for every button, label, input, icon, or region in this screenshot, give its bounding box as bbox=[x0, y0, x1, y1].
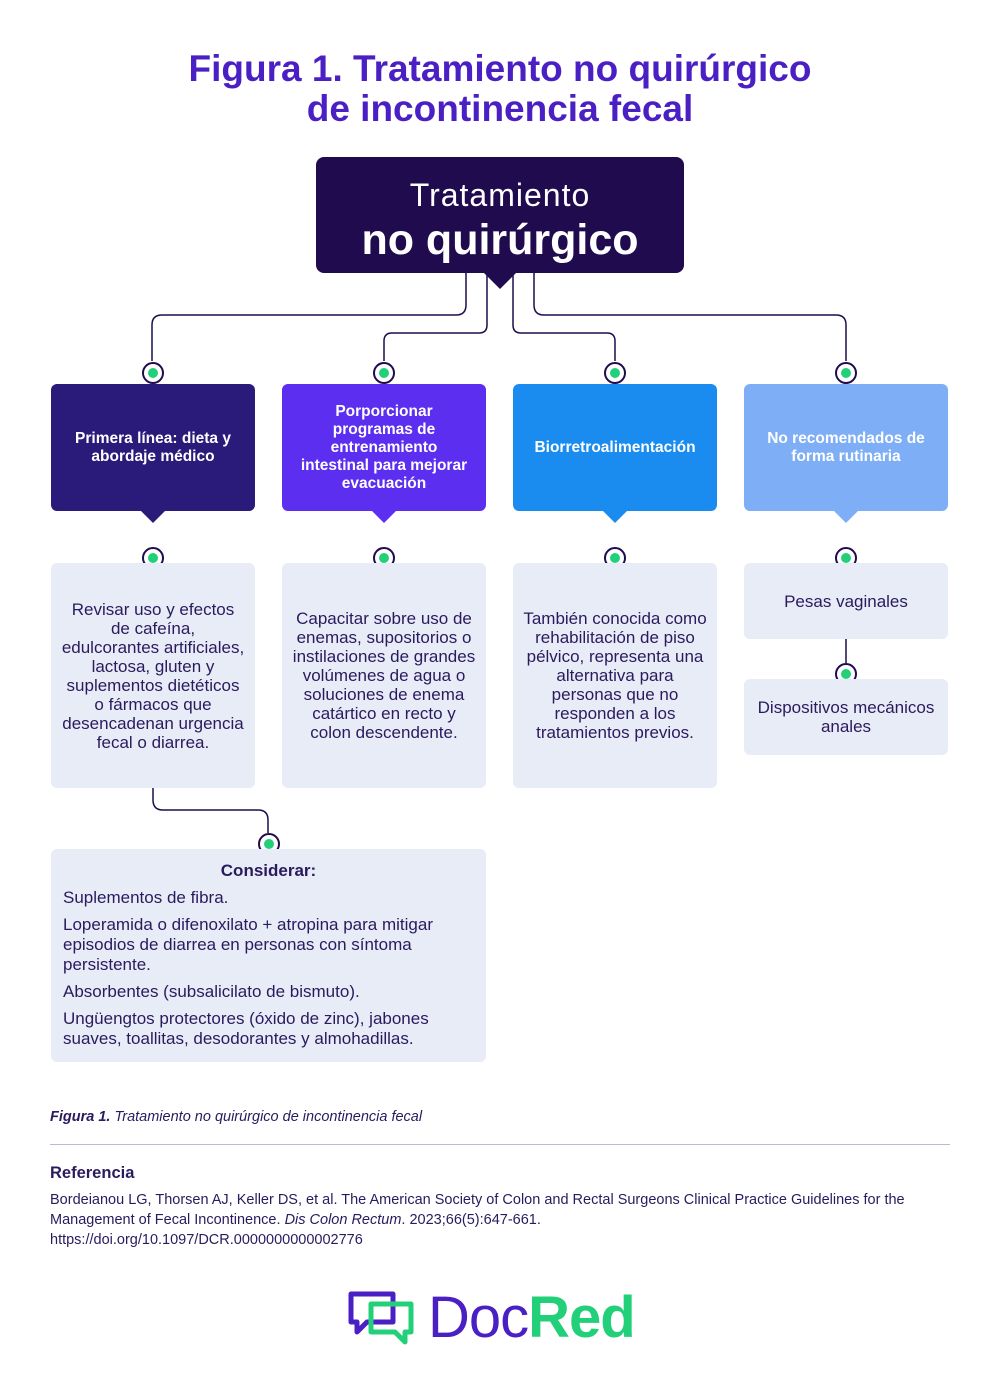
docred-logo-icon bbox=[348, 1291, 414, 1345]
caption-label: Figura 1. bbox=[50, 1109, 111, 1125]
connector-dot bbox=[142, 362, 164, 384]
root-node: Tratamiento no quirúrgico bbox=[316, 157, 684, 273]
docred-logo-wordmark: DocRed bbox=[428, 1285, 636, 1351]
category-biofeedback: Biorretroalimentación bbox=[513, 384, 717, 511]
figure-title-line-1: Figura 1. Tratamiento no quirúrgico bbox=[188, 48, 812, 89]
category-not-recommended: No recomendados de forma rutinaria bbox=[744, 384, 948, 511]
consider-item: Loperamida o difenoxilato + atropina par… bbox=[63, 915, 433, 974]
category-first-line: Primera línea: dieta y abordaje médico bbox=[51, 384, 255, 511]
logo-part-red: Red bbox=[528, 1285, 636, 1350]
item-anal-devices: Dispositivos mecánicos anales bbox=[744, 679, 948, 755]
connector-dot bbox=[835, 362, 857, 384]
reference-doi-link[interactable]: https://doi.org/10.1097/DCR.000000000000… bbox=[50, 1232, 363, 1248]
description-first-line: Revisar uso y efectos de cafeína, edulco… bbox=[51, 563, 255, 788]
connector-dot bbox=[373, 362, 395, 384]
description-bowel-training: Capacitar sobre uso de enemas, supositor… bbox=[282, 563, 486, 788]
figure-caption: Figura 1. Tratamiento no quirúrgico de i… bbox=[50, 1109, 422, 1125]
connector-dot bbox=[604, 362, 626, 384]
reference-text: Bordeianou LG, Thorsen AJ, Keller DS, et… bbox=[50, 1190, 950, 1250]
category-bowel-training: Porporcionar programas de entrenamiento … bbox=[282, 384, 486, 511]
reference-volume: . 2023;66(5):647-661. bbox=[401, 1212, 541, 1228]
reference-journal: Dis Colon Rectum bbox=[284, 1212, 402, 1228]
root-node-line-2: no quirúrgico bbox=[361, 216, 639, 264]
root-node-line-1: Tratamiento bbox=[409, 177, 591, 213]
consider-item: Suplementos de fibra. bbox=[63, 888, 229, 907]
figure-title-line-2: de incontinencia fecal bbox=[306, 88, 694, 129]
logo-part-doc: Doc bbox=[428, 1285, 529, 1350]
consider-item: Absorbentes (subsalicilato de bismuto). bbox=[63, 982, 360, 1001]
divider bbox=[50, 1144, 950, 1145]
caption-text: Tratamiento no quirúrgico de incontinenc… bbox=[110, 1109, 423, 1125]
item-vaginal-weights: Pesas vaginales bbox=[744, 563, 948, 639]
consider-item: Ungüengtos protectores (óxido de zinc), … bbox=[63, 1009, 429, 1048]
reference-citation: Bordeianou LG, Thorsen AJ, Keller DS, et… bbox=[50, 1192, 905, 1228]
consider-box: Considerar: Suplementos de fibra. Lopera… bbox=[51, 849, 486, 1062]
reference-heading: Referencia bbox=[50, 1164, 135, 1182]
consider-heading: Considerar: bbox=[220, 861, 317, 880]
description-biofeedback: También conocida como rehabilitación de … bbox=[513, 563, 717, 788]
